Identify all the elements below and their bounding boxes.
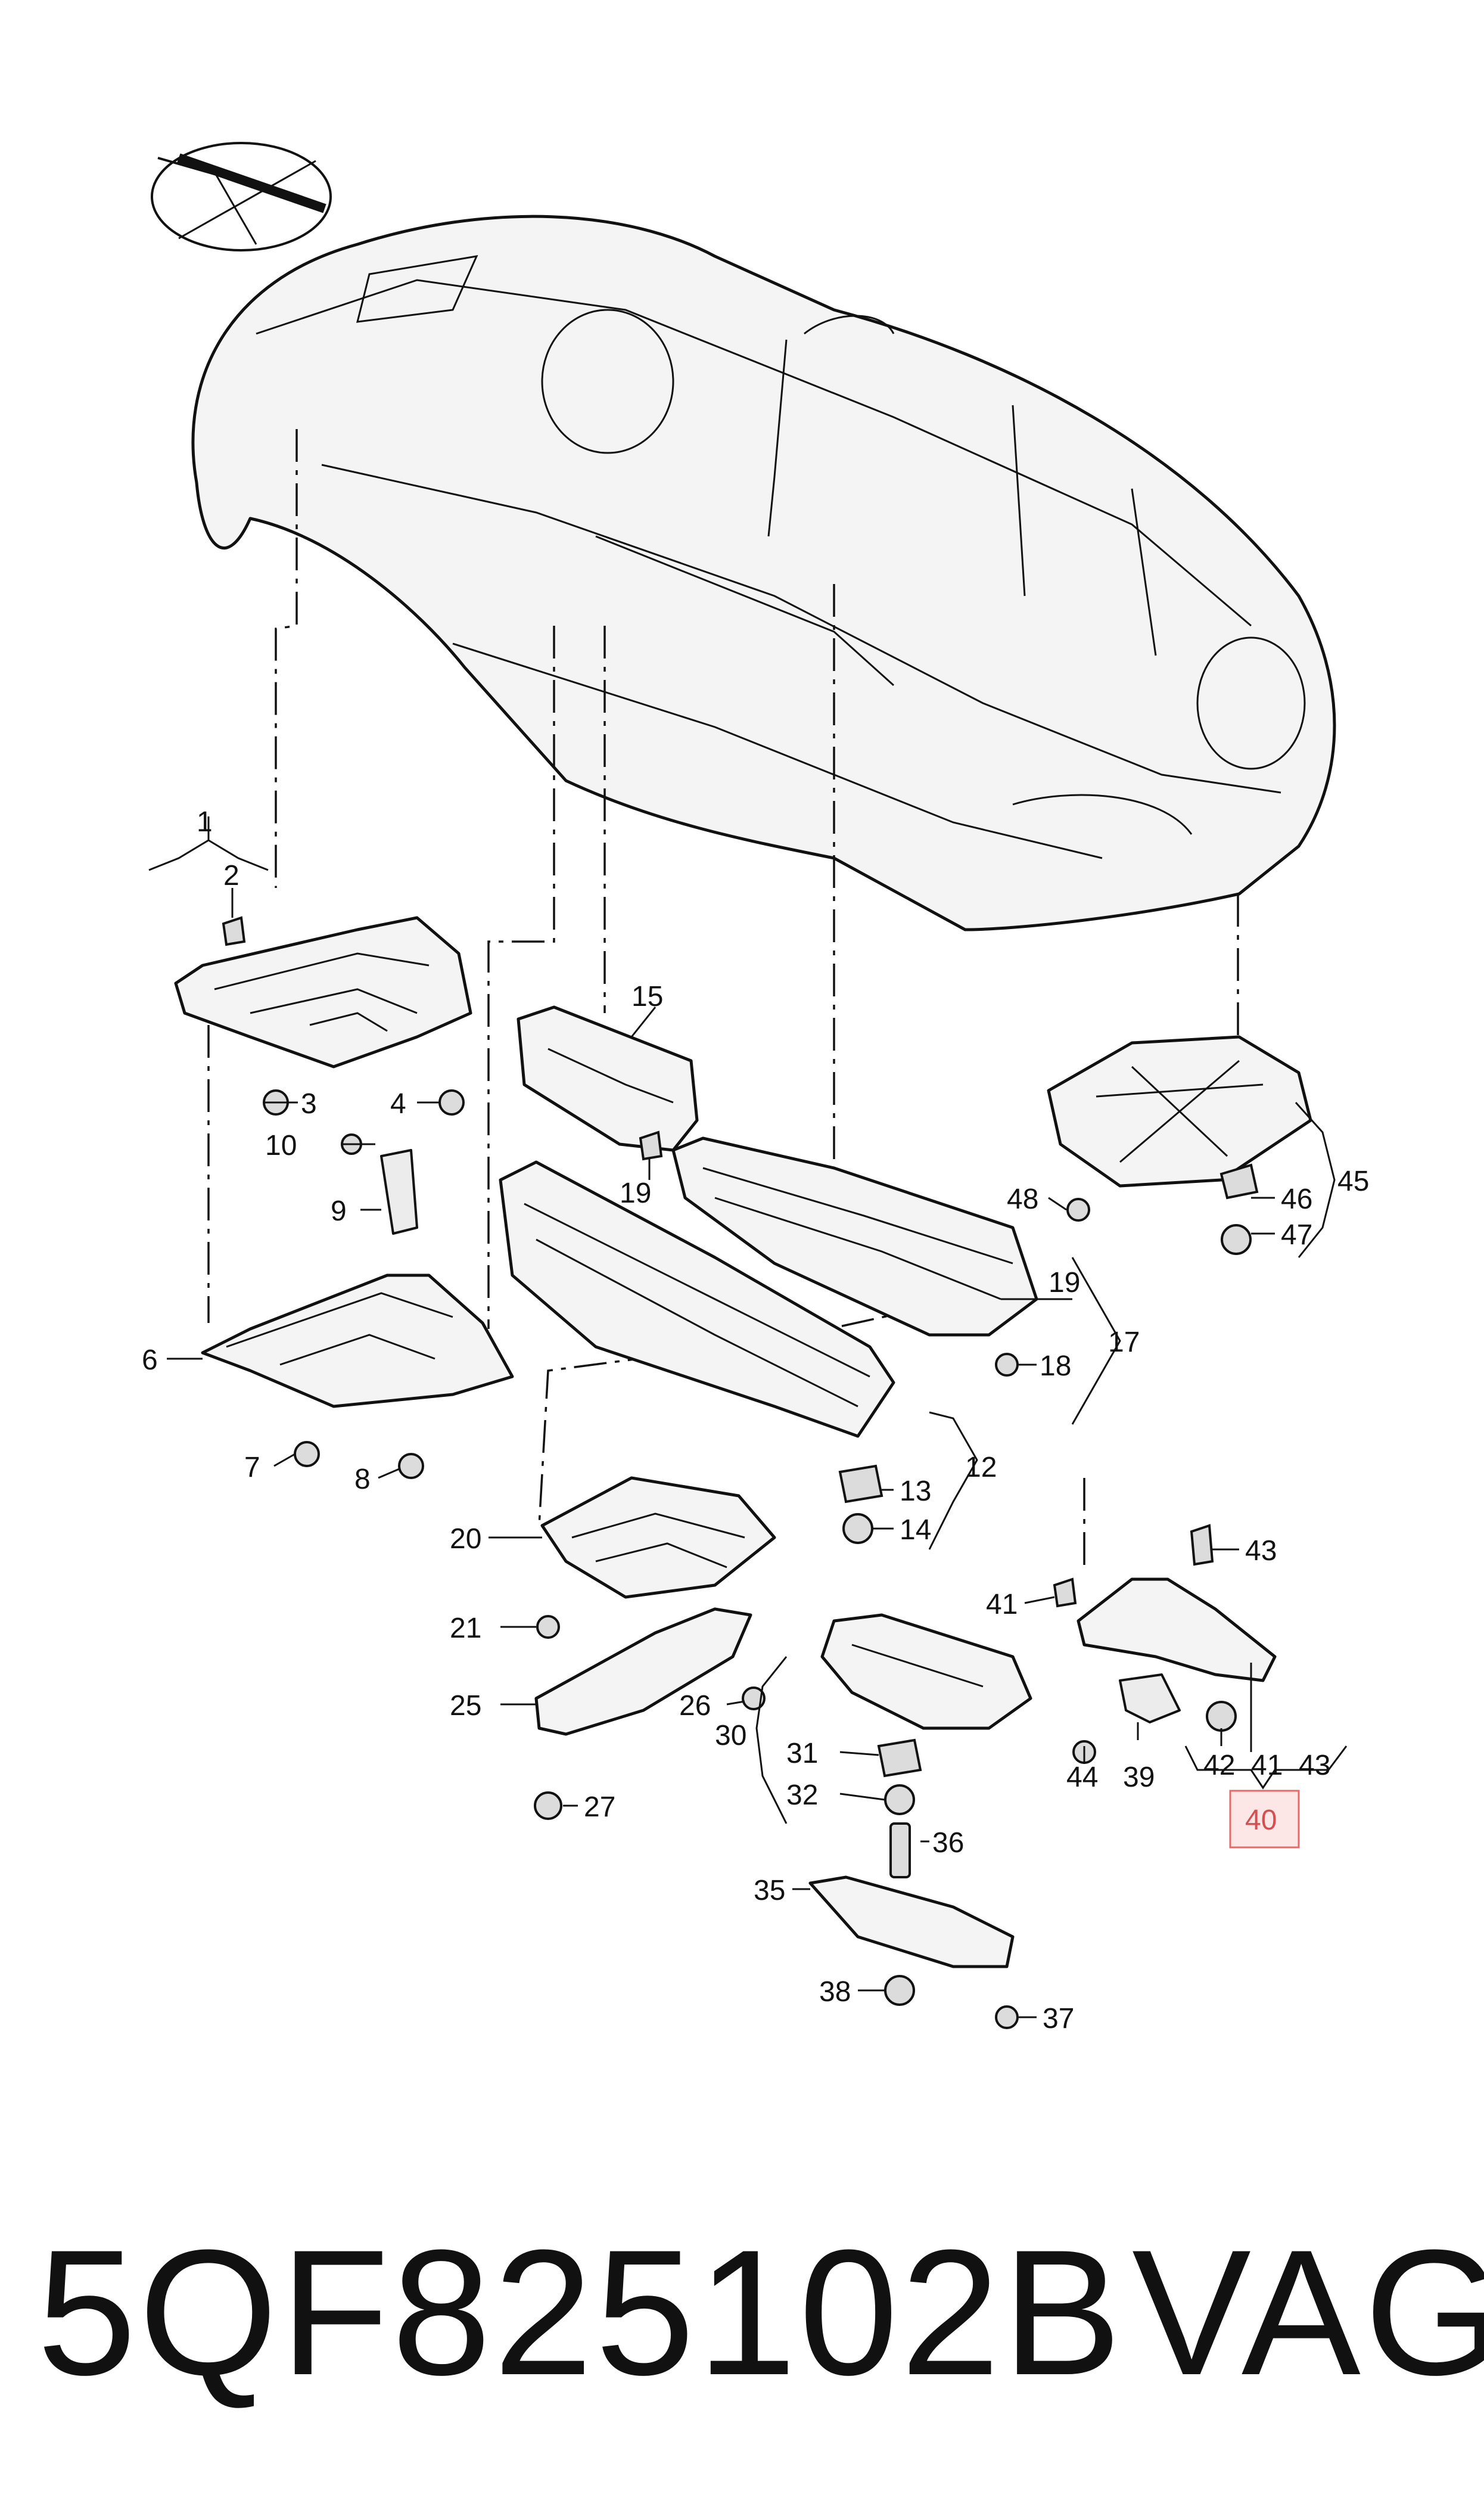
callout-30: 30 [715,1720,746,1751]
part-heat-shield-15 [517,1005,699,1152]
callout-17: 17 [1108,1327,1140,1358]
callout-27: 27 [584,1791,615,1823]
callout-15: 15 [631,981,663,1012]
callout-36: 36 [932,1827,964,1859]
callout-19-a: 19 [620,1178,651,1209]
callout-41-b: 41 [1251,1750,1283,1781]
callout-46: 46 [1281,1184,1312,1215]
part-rear-shield-45 [1047,1035,1312,1188]
callout-40: 40 [1245,1804,1277,1836]
callout-47: 47 [1281,1219,1312,1251]
callout-numbers: 1 2 3 4 10 9 6 7 8 15 19 19 17 18 12 13 … [142,806,1369,2035]
callout-41-a: 41 [986,1589,1018,1620]
callout-32: 32 [786,1779,818,1811]
car-body-underside [191,215,1336,931]
part-shield-40 [1077,1577,1277,1723]
part-number: 5QF825102B [37,2212,1124,2412]
callout-38: 38 [819,1976,851,2008]
callout-13: 13 [900,1476,931,1507]
callout-6: 6 [142,1344,158,1376]
callout-39: 39 [1123,1762,1155,1793]
callout-35: 35 [754,1875,785,1906]
part-heat-shield-12 [499,1160,895,1438]
part-shield-30 [820,1613,1032,1730]
callout-26: 26 [679,1690,711,1722]
callout-9: 9 [331,1195,347,1227]
callout-44: 44 [1066,1762,1098,1793]
part-heat-shield-17 [671,1136,1038,1337]
callout-19-b: 19 [1049,1267,1080,1299]
callout-14: 14 [900,1514,931,1546]
callout-1: 1 [197,806,213,838]
callout-40-highlight [1229,1790,1300,1849]
callout-37: 37 [1043,2003,1074,2035]
part-shield-35 [808,1875,1015,1968]
callout-25: 25 [450,1690,481,1722]
callout-2: 2 [223,860,239,892]
callout-10: 10 [265,1130,297,1161]
callout-43-a: 43 [1245,1535,1277,1567]
callout-43-b: 43 [1299,1750,1330,1781]
callout-21: 21 [450,1613,481,1644]
part-shield-20 [540,1476,776,1599]
leader-lines [148,816,1348,2018]
brand-name: VAG [1132,2212,1484,2412]
part-engine-shield-upper [174,916,472,1069]
callout-4: 4 [390,1088,406,1120]
part-engine-shield-lower [201,1274,514,1408]
callout-8: 8 [354,1464,371,1495]
callout-31: 31 [786,1738,818,1769]
orientation-compass-icon [151,142,332,251]
part-shield-25 [534,1607,752,1736]
callout-12: 12 [965,1452,997,1483]
part-bracket-9 [380,1149,418,1235]
callout-3: 3 [301,1088,317,1120]
callout-20: 20 [450,1523,481,1555]
callout-42: 42 [1203,1750,1235,1781]
callout-45: 45 [1337,1166,1369,1197]
callout-18: 18 [1040,1350,1071,1382]
callout-48: 48 [1007,1184,1038,1215]
callout-7: 7 [244,1452,260,1483]
